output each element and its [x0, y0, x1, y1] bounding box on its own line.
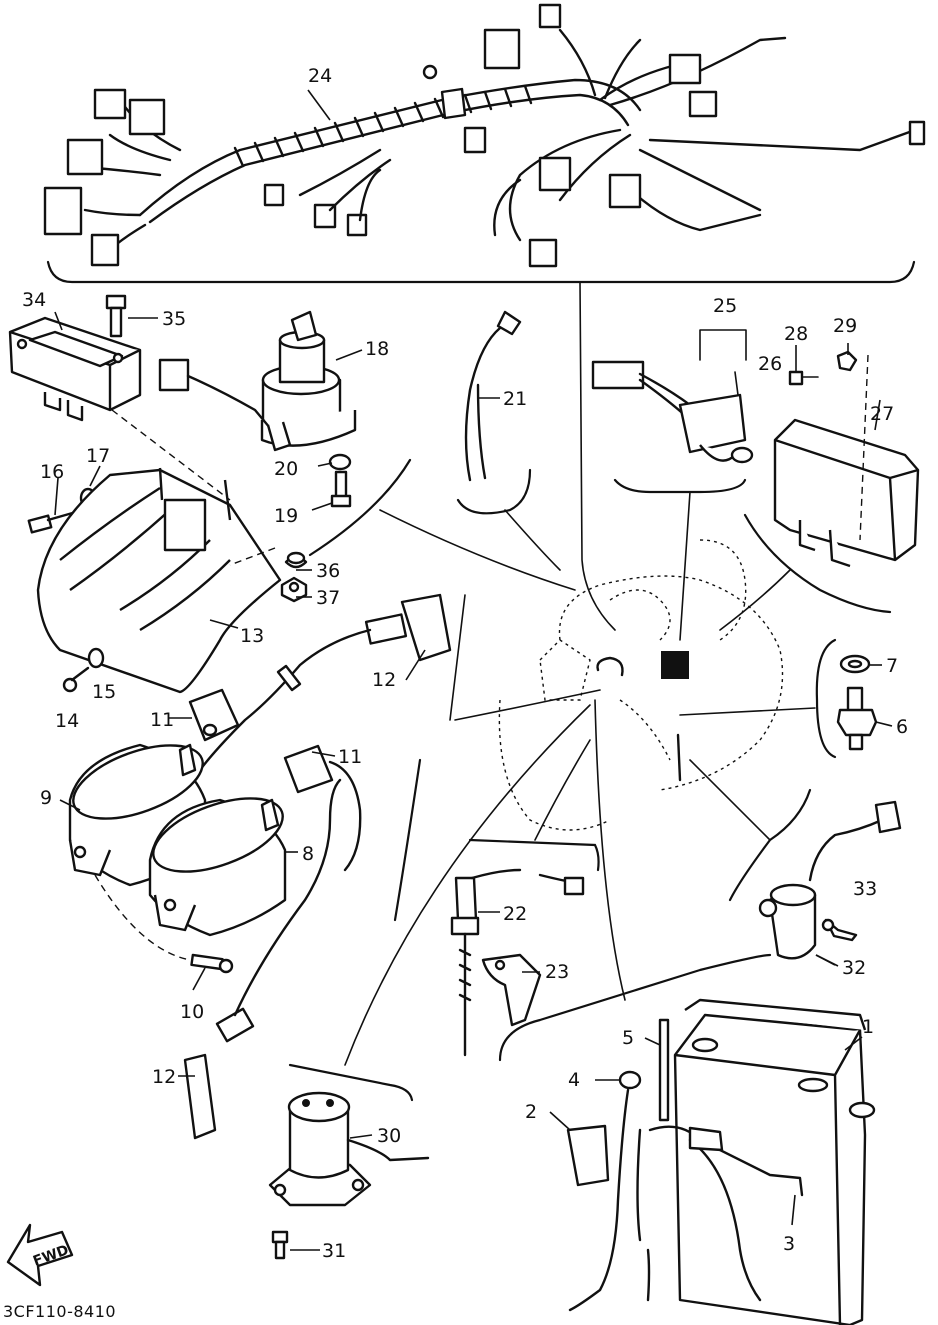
- label-10: 10: [180, 1001, 204, 1023]
- label-7: 7: [886, 655, 898, 677]
- wire-harness: [43, 3, 926, 284]
- label-18: 18: [365, 338, 389, 360]
- label-8: 8: [302, 843, 314, 865]
- part-8-ignition-coil: [148, 797, 287, 937]
- part-11-rubber-lower: [283, 744, 362, 872]
- part-31-bolt: [271, 1230, 320, 1260]
- label-32: 32: [842, 957, 866, 979]
- label-29: 29: [833, 315, 857, 337]
- part-7-washer: [839, 654, 871, 674]
- label-11-upper: 11: [150, 709, 174, 731]
- label-16: 16: [40, 461, 64, 483]
- part-11-rubber-upper: [188, 688, 240, 742]
- label-36: 36: [316, 560, 340, 582]
- part-37-nut: [280, 576, 308, 603]
- frame-outline: [498, 539, 784, 831]
- label-30: 30: [377, 1125, 401, 1147]
- label-13: 13: [240, 625, 264, 647]
- label-20: 20: [274, 458, 298, 480]
- section-dividers: [288, 281, 892, 1102]
- label-23: 23: [545, 961, 569, 983]
- part-labels: 24 34 35 18 21 25 26 28 29 27 20 19 16 1…: [22, 65, 908, 1262]
- label-27: 27: [870, 403, 894, 425]
- part-21-sensor: [464, 310, 522, 482]
- part-5-breather-tube: [644, 1018, 670, 1122]
- part-1-battery: [673, 998, 876, 1325]
- label-34: 34: [22, 289, 46, 311]
- part-27-ignitor-unit: [773, 354, 920, 568]
- forward-direction-arrow: FWD: [6, 1223, 74, 1287]
- part-10-bolt: [94, 874, 234, 974]
- part-23-bracket: [481, 953, 542, 1027]
- label-11-lower: 11: [338, 746, 362, 768]
- part-13-cover: [36, 409, 282, 694]
- label-17: 17: [86, 445, 110, 467]
- part-20-washer: [317, 453, 352, 471]
- label-19: 19: [274, 505, 298, 527]
- part-6-sensor: [836, 686, 878, 751]
- part-30-starter-relay: [268, 1091, 430, 1207]
- label-12-lower: 12: [152, 1066, 176, 1088]
- label-24: 24: [308, 65, 332, 87]
- label-4: 4: [568, 1069, 580, 1091]
- label-37: 37: [316, 587, 340, 609]
- part-32-sensor: [758, 800, 902, 966]
- part-25-fuse-holder: [591, 329, 754, 464]
- label-35: 35: [162, 308, 186, 330]
- label-6: 6: [896, 716, 908, 738]
- label-14: 14: [55, 710, 79, 732]
- label-26: 26: [758, 353, 782, 375]
- label-leaders: [54, 89, 893, 1139]
- label-33: 33: [853, 878, 877, 900]
- part-2-bracket: [549, 1111, 610, 1187]
- part-28-bolt: [788, 345, 819, 386]
- part-16-bolt: [27, 510, 78, 534]
- part-22-switch: [450, 868, 585, 1057]
- part-14-screw: [62, 666, 90, 693]
- label-21: 21: [503, 388, 527, 410]
- label-25: 25: [713, 295, 737, 317]
- part-34-regulator: [8, 316, 142, 422]
- part-12-plug-cap-upper: [198, 593, 452, 772]
- part-18-main-switch: [158, 310, 363, 452]
- drawing-code: 3CF110-8410: [3, 1302, 117, 1321]
- part-33-screw: [821, 918, 858, 942]
- label-28: 28: [784, 323, 808, 345]
- label-12-upper: 12: [372, 669, 396, 691]
- label-15: 15: [92, 681, 116, 703]
- label-2: 2: [525, 1101, 537, 1123]
- part-4-cover: [568, 1070, 642, 1312]
- label-3: 3: [783, 1233, 795, 1255]
- part-15-washer: [87, 647, 105, 669]
- part-19-bolt: [311, 470, 352, 511]
- label-9: 9: [40, 787, 52, 809]
- part-3-cable: [636, 1125, 804, 1302]
- label-1: 1: [862, 1016, 874, 1038]
- part-36-collar: [284, 551, 308, 569]
- part-35-bolt: [105, 294, 158, 338]
- label-31: 31: [322, 1240, 346, 1262]
- part-29-nut: [836, 350, 858, 372]
- label-5: 5: [622, 1027, 634, 1049]
- label-22: 22: [503, 903, 527, 925]
